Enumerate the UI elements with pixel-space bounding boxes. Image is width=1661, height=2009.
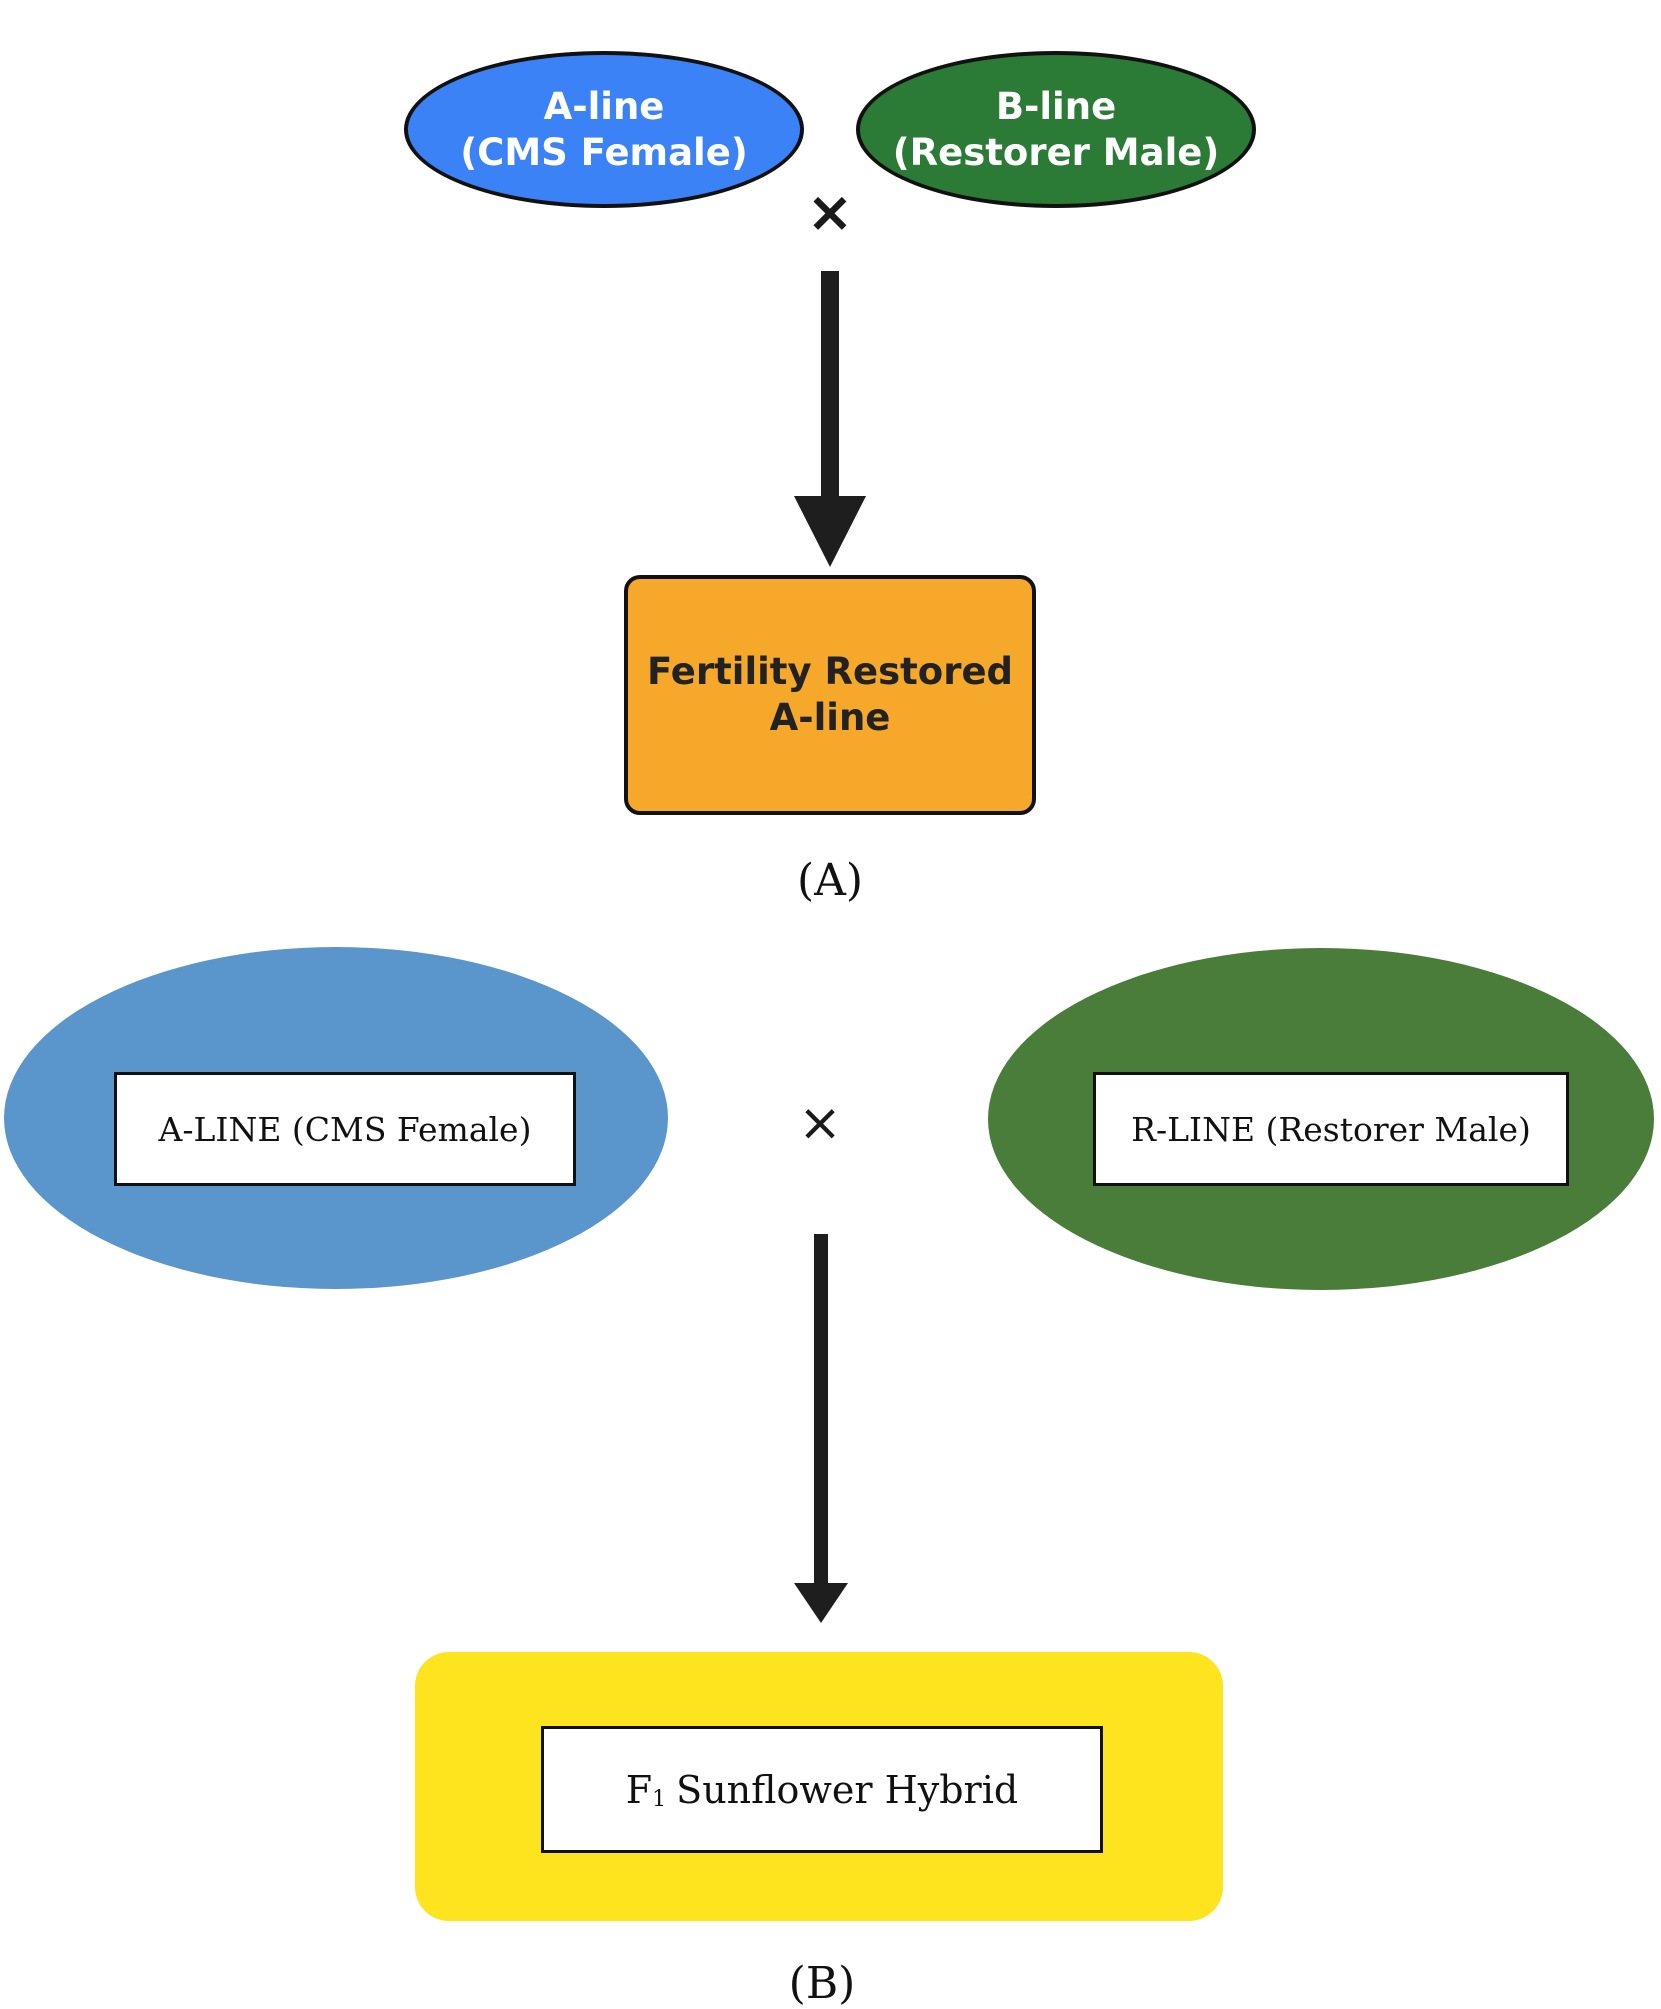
f1-text: Sunflower Hybrid [676, 1767, 1019, 1812]
a-male-line1: B-line [995, 84, 1117, 128]
arrow-b [794, 1234, 848, 1623]
f1-subscript: 1 [652, 1787, 667, 1812]
a-result-line2: A-line [769, 696, 891, 739]
fertility-restored-node: Fertility Restored A-line [624, 575, 1036, 815]
cross-symbol-a: × [806, 180, 854, 245]
panel-label-b: (B) [788, 1958, 856, 2009]
a-male-line2: (Restorer Male) [892, 130, 1220, 174]
a-female-line2: (CMS Female) [460, 130, 748, 174]
a-line-cms-female-node: A-line (CMS Female) [404, 51, 804, 208]
arrow-a [794, 271, 866, 567]
r-line-male-label: R-LINE (Restorer Male) [1093, 1072, 1569, 1186]
panel-label-a: (A) [796, 855, 864, 906]
b-line-restorer-male-node: B-line (Restorer Male) [856, 51, 1256, 208]
a-female-line1: A-line [543, 84, 665, 128]
cross-symbol-b: × [798, 1093, 842, 1153]
a-result-line1: Fertility Restored [646, 650, 1014, 693]
f1-prefix: F [625, 1767, 653, 1812]
a-line-female-label: A-LINE (CMS Female) [114, 1072, 576, 1186]
